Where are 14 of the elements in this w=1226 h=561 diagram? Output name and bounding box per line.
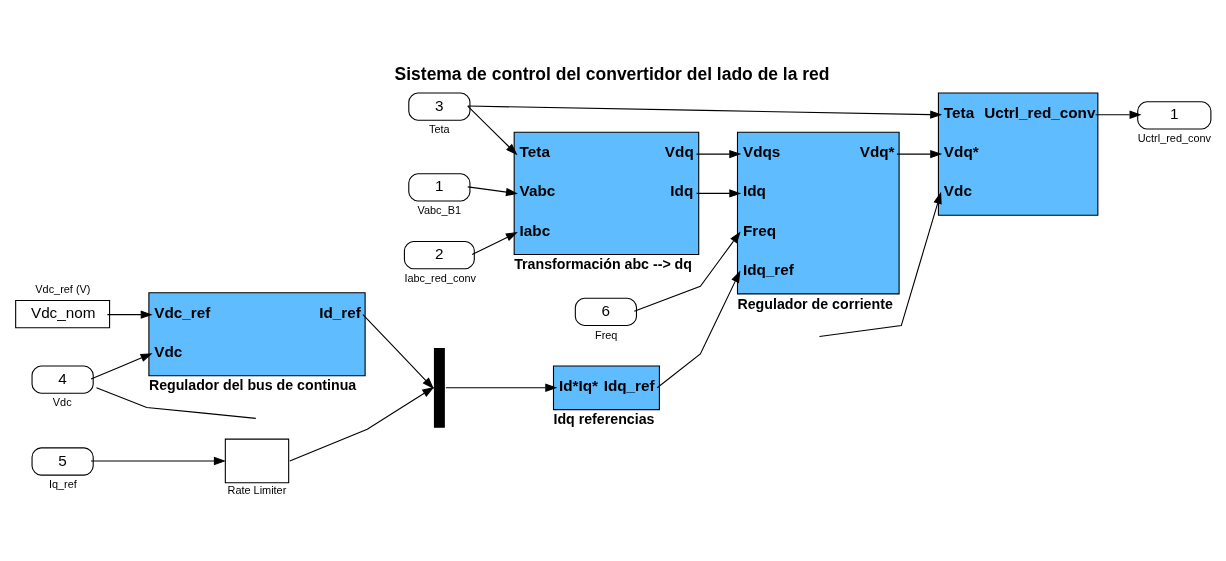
node-label: Vabc_B1	[417, 204, 461, 217]
node-label: Freq	[594, 328, 618, 341]
node-label: Regulador de corriente	[737, 295, 893, 312]
diagram-title: Sistema de control del convertidor del lado de la red	[394, 63, 830, 84]
node-label: Vdc_ref (V)	[35, 282, 91, 295]
node-label: Uctrl_red_conv	[1137, 132, 1212, 145]
node-label: Regulador del bus de continua	[148, 377, 357, 394]
node-label: Teta	[428, 123, 450, 136]
node-label: Idq referencias	[553, 411, 655, 428]
node-label: Vdc	[52, 396, 72, 409]
node-label: Iq_ref	[48, 478, 77, 491]
node-label: Rate Limiter	[227, 483, 287, 496]
node-label: Iabc_red_conv	[404, 271, 476, 284]
node-label: Transformación abc --> dq	[514, 256, 692, 273]
